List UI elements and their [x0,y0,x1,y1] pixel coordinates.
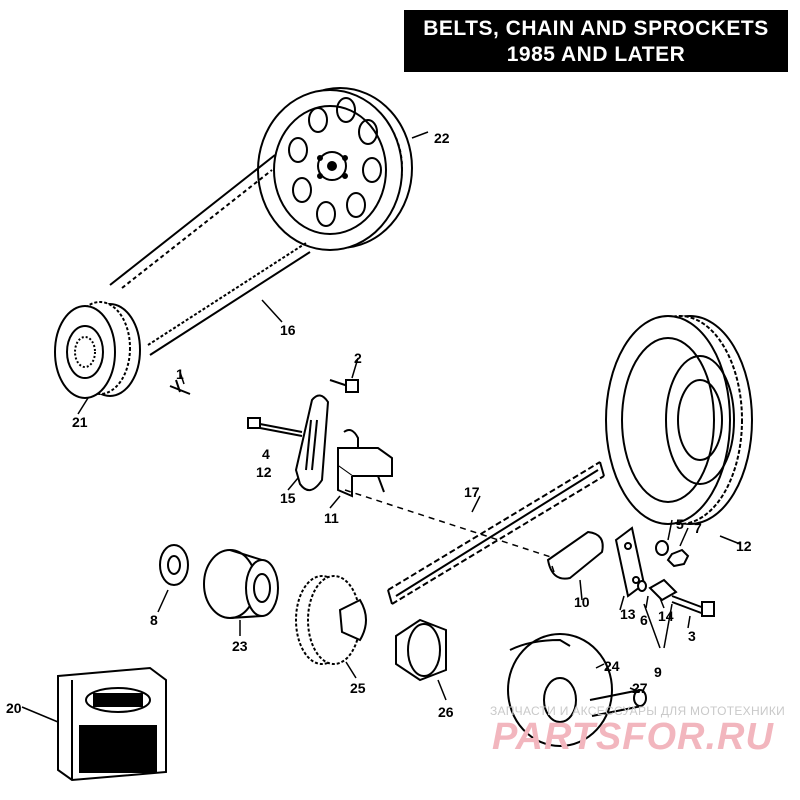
callout-10: 10 [574,594,590,610]
drive-belt [109,154,311,356]
clutch-sprocket [605,315,753,525]
callout-12-right: 12 [736,538,752,554]
spring-clip [637,578,678,602]
callout-11: 11 [324,510,339,526]
callout-3: 3 [688,628,696,644]
callout-13: 13 [620,606,636,622]
callout-2: 2 [354,350,362,366]
callout-8: 8 [150,612,158,628]
chain [387,461,605,605]
callout-27: 27 [632,680,648,696]
callout-17: 17 [464,484,480,500]
bracket [337,429,393,498]
callout-1: 1 [176,366,184,382]
callout-15: 15 [280,490,296,506]
leader-lines [21,131,741,723]
watermark-caption: ЗАПЧАСТИ И АКСЕССУАРЫ ДЛЯ МОТОТЕХНИКИ [490,704,786,718]
callout-24: 24 [604,658,620,674]
callout-22: 22 [434,130,450,146]
callout-7: 7 [694,520,702,536]
nut [655,540,690,568]
callout-26: 26 [438,704,454,720]
parts-kit-box [57,666,167,782]
title-line-1: BELTS, CHAIN AND SPROCKETS [423,17,769,40]
callout-9: 9 [654,664,662,680]
spline-adapter [395,618,447,682]
callout-21: 21 [72,414,88,430]
callout-12-left: 12 [256,464,272,480]
callout-16: 16 [280,322,296,338]
engine-sprocket [295,575,367,665]
callout-23: 23 [232,638,248,654]
callout-20: 20 [6,700,22,716]
adjuster-bolt [671,595,715,617]
shaft [589,689,647,717]
diagram-title: BELTS, CHAIN AND SPROCKETS 1985 AND LATE… [404,10,788,72]
rear-belt-sprocket [257,87,413,251]
connecting-link [546,530,604,580]
watermark-logo: PARTSFOR.RU [492,716,774,758]
small-bolt [169,379,191,395]
callout-4: 4 [262,446,270,462]
callout-14: 14 [658,608,674,624]
spacer-hub [203,549,279,619]
callout-25: 25 [350,680,366,696]
callout-5: 5 [676,516,684,532]
adjuster-plate [294,394,330,491]
screw [329,379,359,393]
compensator [507,633,613,747]
bolt [247,417,303,437]
title-line-2: 1985 AND LATER [506,43,686,66]
front-belt-pulley [54,301,141,399]
callout-6: 6 [640,612,648,628]
washer [159,544,189,586]
